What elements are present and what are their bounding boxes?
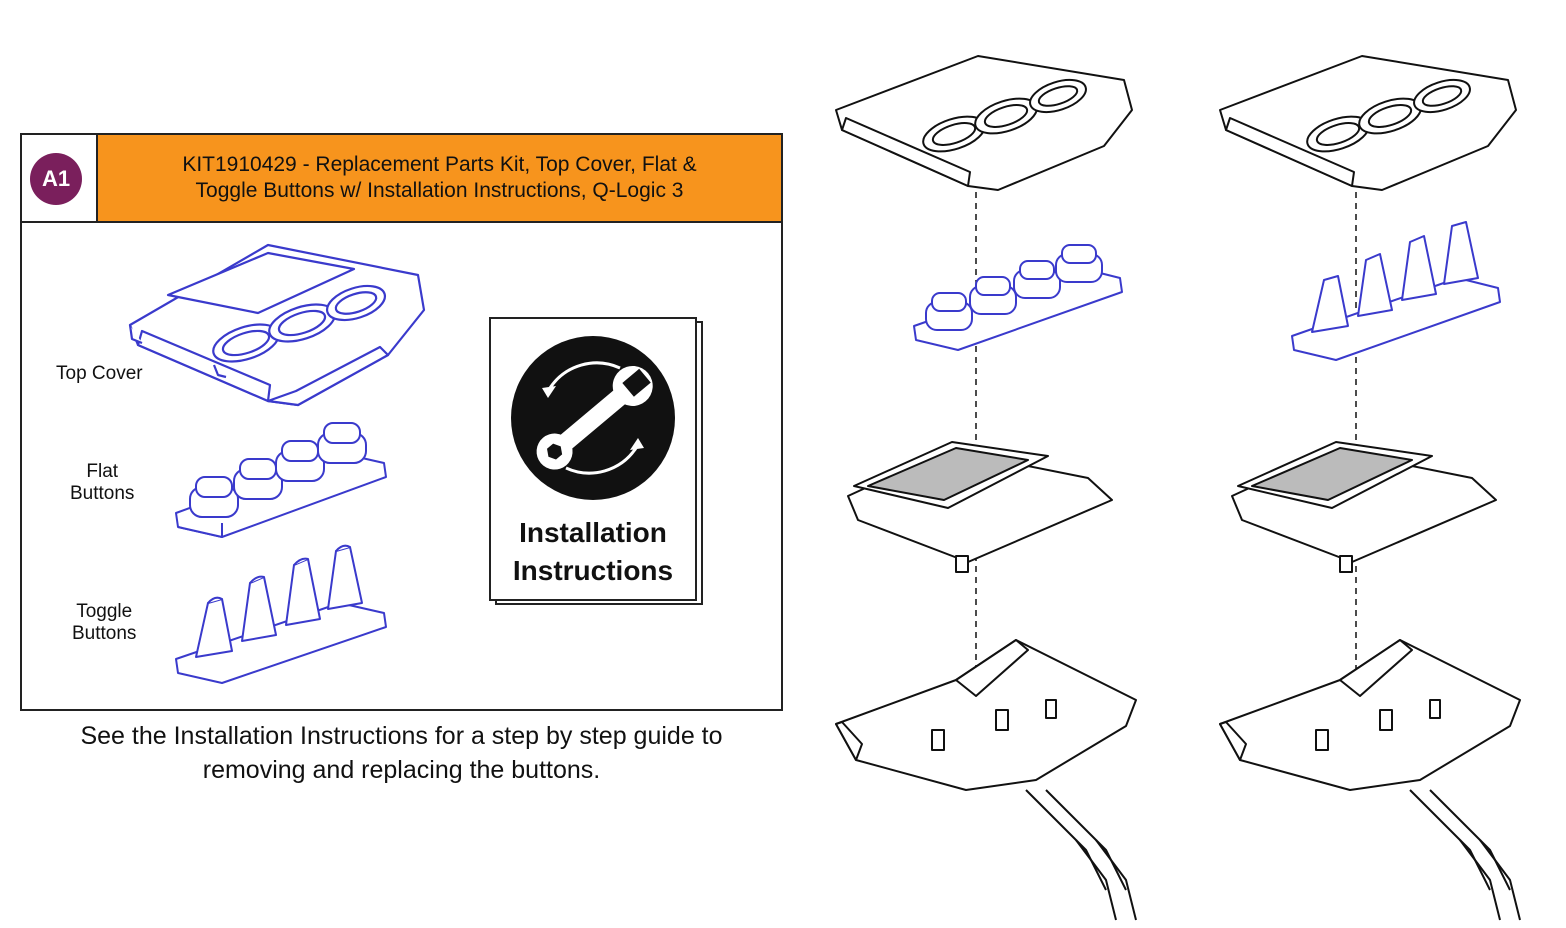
toggle-buttons-label-line2: Buttons [72, 623, 137, 644]
kit-title-line2: Toggle Buttons w/ Installation Instructi… [195, 179, 684, 202]
footnote-line1: See the Installation Instructions for a … [80, 722, 723, 750]
wrench-icon [536, 365, 653, 470]
flat-buttons-label-line1: Flat [86, 461, 119, 482]
flat-buttons-label-line2: Buttons [70, 483, 135, 504]
installation-instructions-booklet: Installation Instructions [489, 317, 703, 605]
flat-buttons-drawing [175, 422, 387, 538]
kit-panel: A1 KIT1910429 - Replacement Parts Kit, T… [20, 133, 783, 711]
exploded-view-flat [835, 55, 1137, 921]
item-badge: A1 [30, 153, 82, 205]
top-cover-label: Top Cover [56, 363, 143, 384]
instructions-line1: Installation [519, 517, 667, 548]
badge-cell: A1 [22, 135, 98, 221]
kit-title: KIT1910429 - Replacement Parts Kit, Top … [98, 135, 781, 221]
toggle-buttons-label: Toggle Buttons [72, 601, 136, 645]
kit-title-line1: KIT1910429 - Replacement Parts Kit, Top … [182, 153, 697, 176]
toggle-buttons-drawing [175, 544, 387, 684]
footnote: See the Installation Instructions for a … [20, 719, 783, 787]
footnote-line2: removing and replacing the buttons. [202, 756, 601, 784]
kit-header: A1 KIT1910429 - Replacement Parts Kit, T… [22, 135, 781, 223]
flat-buttons-label: Flat Buttons [70, 461, 134, 505]
exploded-view-toggle [1219, 55, 1521, 921]
top-cover-drawing [128, 243, 426, 407]
instructions-line2: Instructions [512, 555, 674, 586]
toggle-buttons-label-line1: Toggle [76, 601, 133, 622]
